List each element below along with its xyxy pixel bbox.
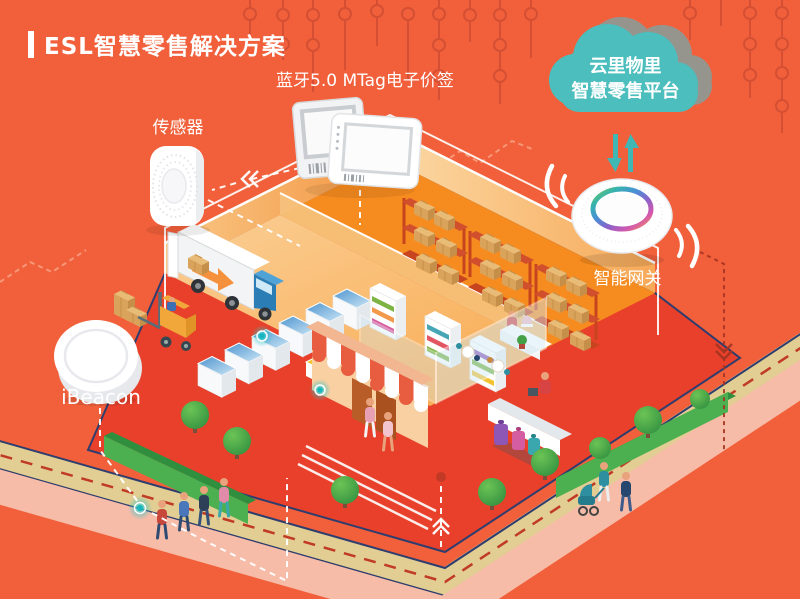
cloud-sync-arrows <box>607 134 639 172</box>
forklift <box>113 290 196 351</box>
esl-price-tags <box>291 96 423 198</box>
sensor-label: 传感器 <box>152 118 204 138</box>
chevron-arrows <box>240 170 450 535</box>
title-text: ESL智慧零售解决方案 <box>44 34 286 60</box>
divider-wall <box>280 193 546 348</box>
walkway-dot <box>436 472 446 482</box>
gateway-connector <box>699 251 725 452</box>
entrance-awning <box>297 321 437 531</box>
beacon-signal-dots <box>128 325 331 520</box>
title-accent-bar <box>28 30 34 58</box>
stroller-couple <box>578 460 633 516</box>
zigzag-decoration <box>0 139 533 283</box>
delivery-truck <box>167 224 284 321</box>
sensor-device <box>146 146 210 236</box>
store-illustration <box>104 113 736 531</box>
signal-waves <box>544 163 700 269</box>
checkout-counter <box>488 372 572 456</box>
smart-gateway-device <box>544 163 700 269</box>
gateway-label: 智能网关 <box>593 269 662 289</box>
ibeacon-device <box>54 320 142 406</box>
wireframe-outline <box>164 113 659 335</box>
entrance-steps <box>297 444 437 531</box>
hedge-left <box>104 432 256 524</box>
back-right-wall <box>390 130 655 293</box>
cloud-shape <box>549 24 698 112</box>
page-title: ESL智慧零售解决方案 <box>28 27 286 61</box>
cloud-platform-label: 云里物里 智慧零售平台 <box>543 54 708 104</box>
esl-tag-label: 蓝牙5.0 MTag电子价签 <box>276 71 454 91</box>
cloud-platform <box>549 17 712 112</box>
awning-stripes <box>312 330 428 412</box>
cloud-label-line2: 智慧零售平台 <box>571 81 680 102</box>
ibeacon-label: iBeacon <box>61 385 141 409</box>
circuit-decoration <box>243 0 789 133</box>
connection-lines <box>99 134 733 583</box>
cloud-label-line1: 云里物里 <box>589 56 662 77</box>
esl-tag-front <box>327 112 423 190</box>
